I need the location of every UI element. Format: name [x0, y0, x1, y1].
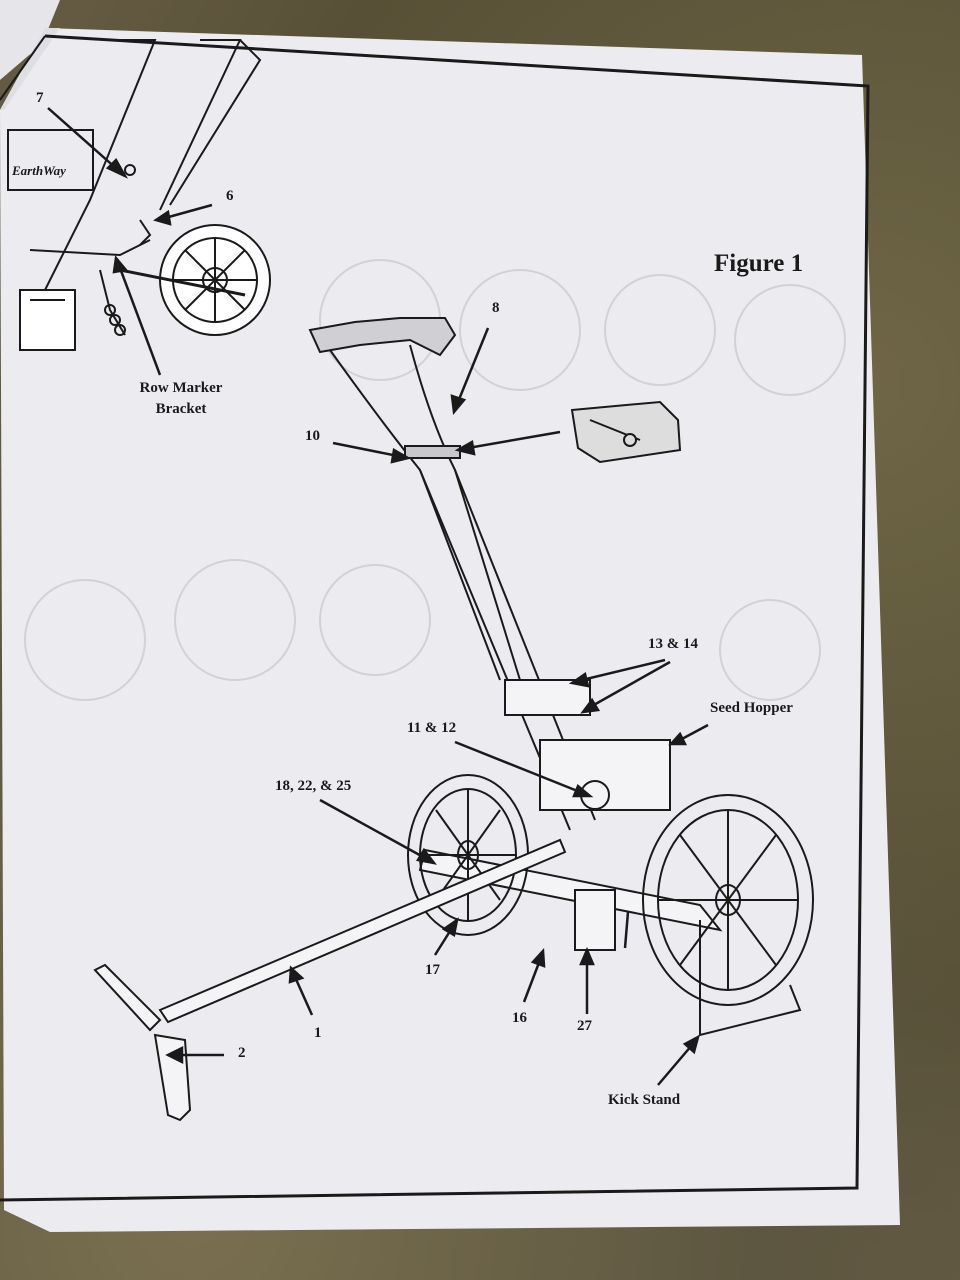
callout-2: 2 — [238, 1045, 246, 1061]
callout-13-14: 13 & 14 — [648, 636, 698, 652]
callout-11-12: 11 & 12 — [407, 720, 457, 736]
inset-arrows — [47, 107, 213, 376]
callout-7: 7 — [36, 90, 44, 106]
figure-title: Figure 1 — [714, 250, 804, 277]
callout-1: 1 — [314, 1025, 322, 1041]
callout-16: 16 — [512, 1010, 527, 1026]
callout-8: 8 — [492, 300, 500, 316]
kick-stand — [699, 920, 802, 1037]
earthway-logo: EarthWay — [11, 163, 66, 178]
rear-wheel — [642, 794, 814, 1006]
callout-10: 10 — [305, 428, 320, 444]
bracket-detail — [570, 400, 682, 464]
callout-6: 6 — [226, 188, 234, 204]
callout-18-22-25: 18, 22, & 25 — [275, 778, 352, 794]
row-marker-inset — [7, 39, 271, 351]
bleed-through — [24, 259, 846, 701]
callout-17: 17 — [425, 962, 440, 978]
callout-27: 27 — [577, 1018, 592, 1034]
callout-arrows — [165, 327, 709, 1086]
row-marker-label-line2: Bracket — [155, 401, 207, 417]
page-border — [0, 34, 870, 1202]
paper-sheet — [0, 28, 900, 1232]
row-marker-bracket-label: Row Marker Bracket — [136, 378, 226, 420]
callout-kick-stand: Kick Stand — [608, 1092, 681, 1108]
callout-seed-hopper: Seed Hopper — [710, 700, 793, 716]
row-marker-label-line1: Row Marker — [139, 380, 223, 396]
